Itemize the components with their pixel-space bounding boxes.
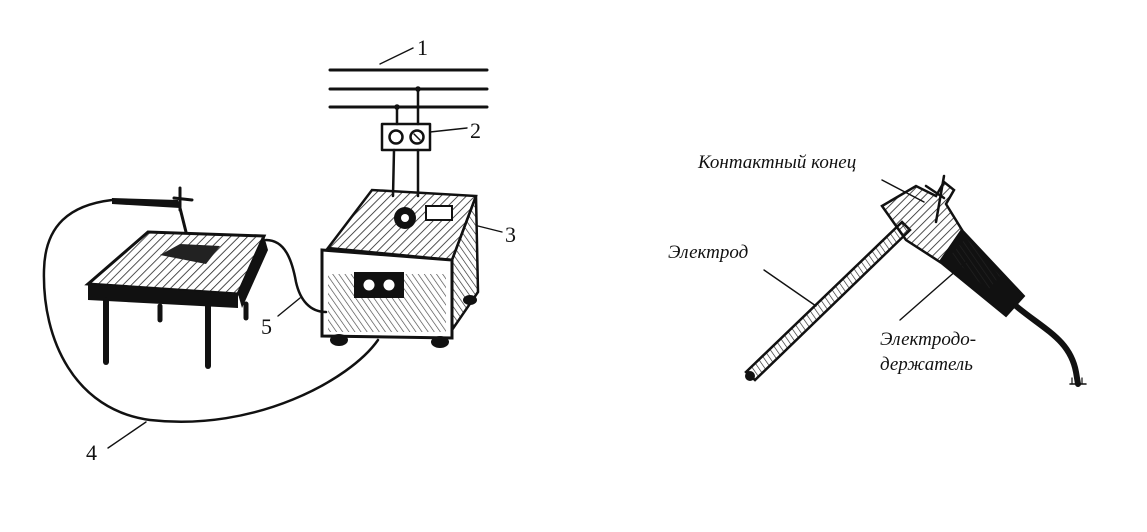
electrode-holder-diagram: Контактный конец Электрод Электродо- дер… xyxy=(668,152,1087,387)
label-contact-end: Контактный конец xyxy=(697,152,856,173)
power-lines xyxy=(328,47,489,126)
label-holder-line2: держатель xyxy=(880,354,973,375)
label-holder-line1: Электродо- xyxy=(880,329,976,350)
welding-setup-diagram: 1 2 3 4 5 xyxy=(42,35,516,465)
callout-4: 4 xyxy=(86,440,97,465)
callout-3: 3 xyxy=(505,222,516,247)
switch-box xyxy=(380,122,468,198)
holder-jaws xyxy=(880,174,964,264)
holder-cable-right xyxy=(1013,303,1081,387)
welding-table xyxy=(84,230,268,369)
electrode-holder-small xyxy=(112,186,194,234)
welding-transformer xyxy=(320,188,503,348)
callout-1: 1 xyxy=(417,35,428,60)
return-cable xyxy=(264,238,328,314)
label-electrode: Электрод xyxy=(668,242,748,263)
holder-cable xyxy=(42,198,380,423)
callout-5: 5 xyxy=(261,314,272,339)
holder-handle xyxy=(938,228,1026,318)
callout-2: 2 xyxy=(470,118,481,143)
